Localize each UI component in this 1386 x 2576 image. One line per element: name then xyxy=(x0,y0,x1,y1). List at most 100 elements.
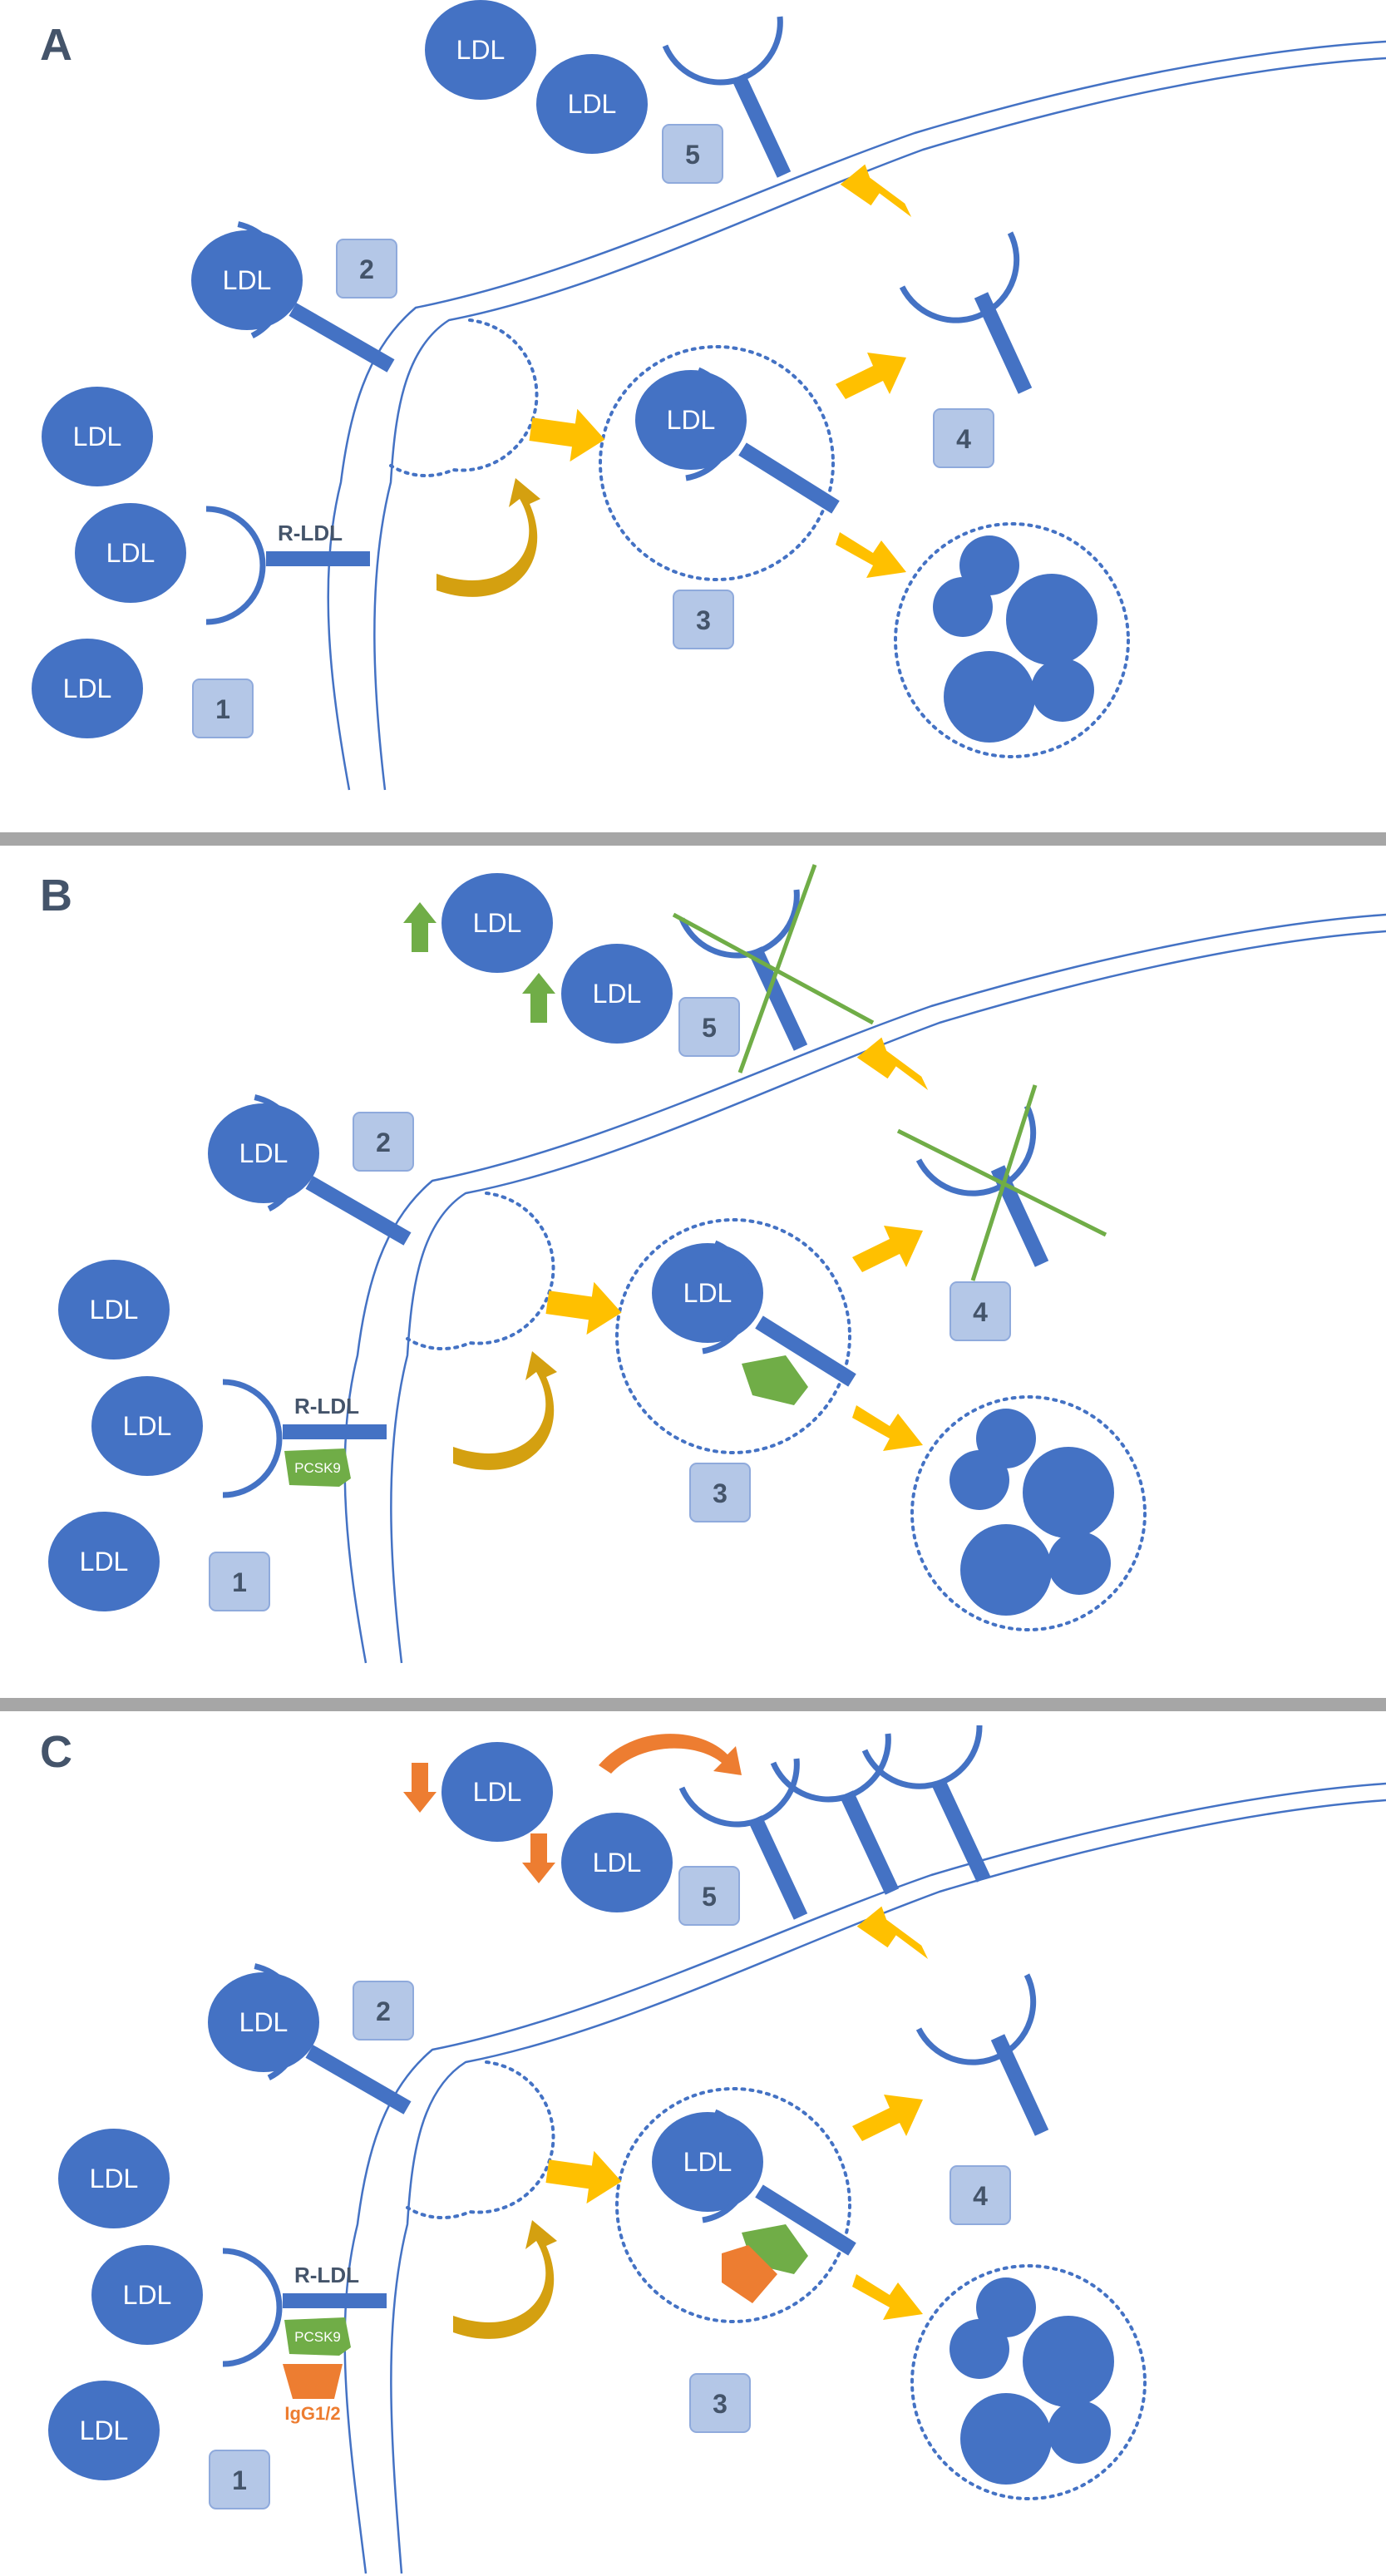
lysosome-fragment xyxy=(1023,2316,1114,2407)
ldl-particle: LDL xyxy=(191,230,303,330)
ldl-label: LDL xyxy=(123,2280,172,2310)
ldl-particle: LDL xyxy=(441,1742,553,1842)
step-number: 5 xyxy=(702,1882,717,1912)
recycle-arrow xyxy=(437,478,540,597)
panel-a: A LDL LDL LDL LDL LDL R-LDL LDL xyxy=(32,0,1386,791)
step-number: 2 xyxy=(359,254,374,284)
ldl-label: LDL xyxy=(667,405,716,435)
pcsk9 xyxy=(742,1355,808,1405)
step-badge: 2 xyxy=(353,1981,414,2041)
endocytic-pit xyxy=(406,1192,555,1351)
panel-letter: B xyxy=(40,871,72,920)
ldl-particle: LDL xyxy=(32,639,143,738)
ldl-label: LDL xyxy=(123,1411,172,1441)
decrease-arrow xyxy=(522,1833,555,1883)
ldl-label: LDL xyxy=(90,1295,139,1325)
lysosome-fragment xyxy=(1048,2401,1111,2464)
ldl-label: LDL xyxy=(90,2164,139,2194)
ldl-receptor xyxy=(702,1240,856,1387)
ldl-receptor xyxy=(678,889,808,1051)
ldl-particle: LDL xyxy=(208,1103,319,1203)
lysosome xyxy=(910,2264,1147,2500)
yellow-arrow xyxy=(852,2274,923,2320)
lysosome-fragment xyxy=(949,1450,1009,1510)
ldl-receptor xyxy=(702,2109,856,2256)
ldl-receptor xyxy=(915,1104,1049,1267)
igg-antibody xyxy=(283,2364,343,2399)
decrease-arrow xyxy=(403,1763,437,1813)
igg-antibody xyxy=(722,2245,777,2303)
step-badge: 3 xyxy=(689,1463,751,1522)
yellow-arrow xyxy=(852,2095,923,2141)
ldl-receptor xyxy=(899,231,1033,394)
ldl-receptor xyxy=(915,1973,1049,2136)
step-number: 4 xyxy=(973,2181,988,2211)
step-badge: 4 xyxy=(949,2165,1011,2225)
lysosome-fragment xyxy=(1031,659,1094,722)
lysosome-fragment xyxy=(1006,574,1097,665)
panel-b: B LDL LDL LDL LDL LDL R-LDL PCSK9 LDL xyxy=(40,864,1386,1664)
ldl-label: LDL xyxy=(106,538,155,568)
ldl-particle: LDL xyxy=(652,1243,763,1343)
ldl-label: LDL xyxy=(73,422,122,452)
step-number: 1 xyxy=(215,694,230,724)
step-number: 2 xyxy=(376,1996,391,2026)
ldl-particle: LDL xyxy=(91,1376,203,1476)
panel-letter: C xyxy=(40,1727,72,1777)
ldl-particle: LDL xyxy=(652,2112,763,2212)
igg-label: IgG1/2 xyxy=(284,2403,340,2424)
yellow-arrow xyxy=(852,1405,923,1451)
ldl-label: LDL xyxy=(593,1848,642,1878)
ldl-label: LDL xyxy=(223,265,272,295)
ldl-particle: LDL xyxy=(561,944,673,1044)
ldl-label: LDL xyxy=(568,89,617,119)
step-number: 1 xyxy=(232,1567,247,1597)
r-ldl-label: R-LDL xyxy=(294,1394,359,1419)
pcsk9: PCSK9 xyxy=(284,1448,351,1487)
ldl-particle: LDL xyxy=(48,2381,160,2480)
ldl-particle: LDL xyxy=(75,503,186,603)
ldl-label: LDL xyxy=(473,1777,522,1807)
ldl-label: LDL xyxy=(239,1138,289,1168)
endocytic-pit xyxy=(389,318,539,478)
lysosome-fragment xyxy=(1048,1532,1111,1595)
lysosome xyxy=(894,522,1130,758)
recycle-arrow xyxy=(453,2220,557,2339)
ldl-label: LDL xyxy=(683,1278,732,1308)
panel-separator xyxy=(0,832,1386,846)
r-ldl-label: R-LDL xyxy=(294,2263,359,2287)
ldl-label: LDL xyxy=(63,674,112,703)
ldl-receptor xyxy=(770,1733,900,1895)
cell-membrane xyxy=(390,930,1386,1664)
yellow-arrow xyxy=(852,1226,923,1272)
blocked-cross xyxy=(672,864,875,1073)
lysosome-fragment xyxy=(1023,1447,1114,1538)
step-badge: 3 xyxy=(689,2373,751,2433)
yellow-arrow xyxy=(545,1281,622,1335)
curved-arrow xyxy=(599,1734,742,1775)
ldl-label: LDL xyxy=(456,35,506,65)
step-number: 3 xyxy=(696,605,711,635)
step-badge: 1 xyxy=(192,679,254,738)
step-number: 5 xyxy=(702,1013,717,1043)
ldl-label: LDL xyxy=(683,2147,732,2177)
step-number: 4 xyxy=(973,1297,988,1327)
step-number: 1 xyxy=(232,2465,247,2495)
ldl-particle: LDL xyxy=(425,0,536,100)
endosome xyxy=(599,345,835,581)
ldl-label: LDL xyxy=(593,979,642,1009)
endocytic-pit xyxy=(406,2060,555,2220)
panel-c: C LDL LDL LDL LDL LDL R-LDL PCSK9 IgG1/2… xyxy=(40,1725,1386,2574)
ldl-particle: LDL xyxy=(91,2245,203,2345)
ldl-receptor xyxy=(237,221,395,373)
step-badge: 5 xyxy=(662,124,723,184)
ldl-label: LDL xyxy=(239,2007,289,2037)
ldl-receptor xyxy=(222,1379,387,1498)
yellow-arrow xyxy=(529,408,605,462)
step-badge: 1 xyxy=(209,2450,270,2509)
ldl-label: LDL xyxy=(80,2416,129,2445)
ldl-receptor xyxy=(685,367,840,514)
step-number: 4 xyxy=(956,424,971,454)
step-badge: 5 xyxy=(678,1866,740,1926)
